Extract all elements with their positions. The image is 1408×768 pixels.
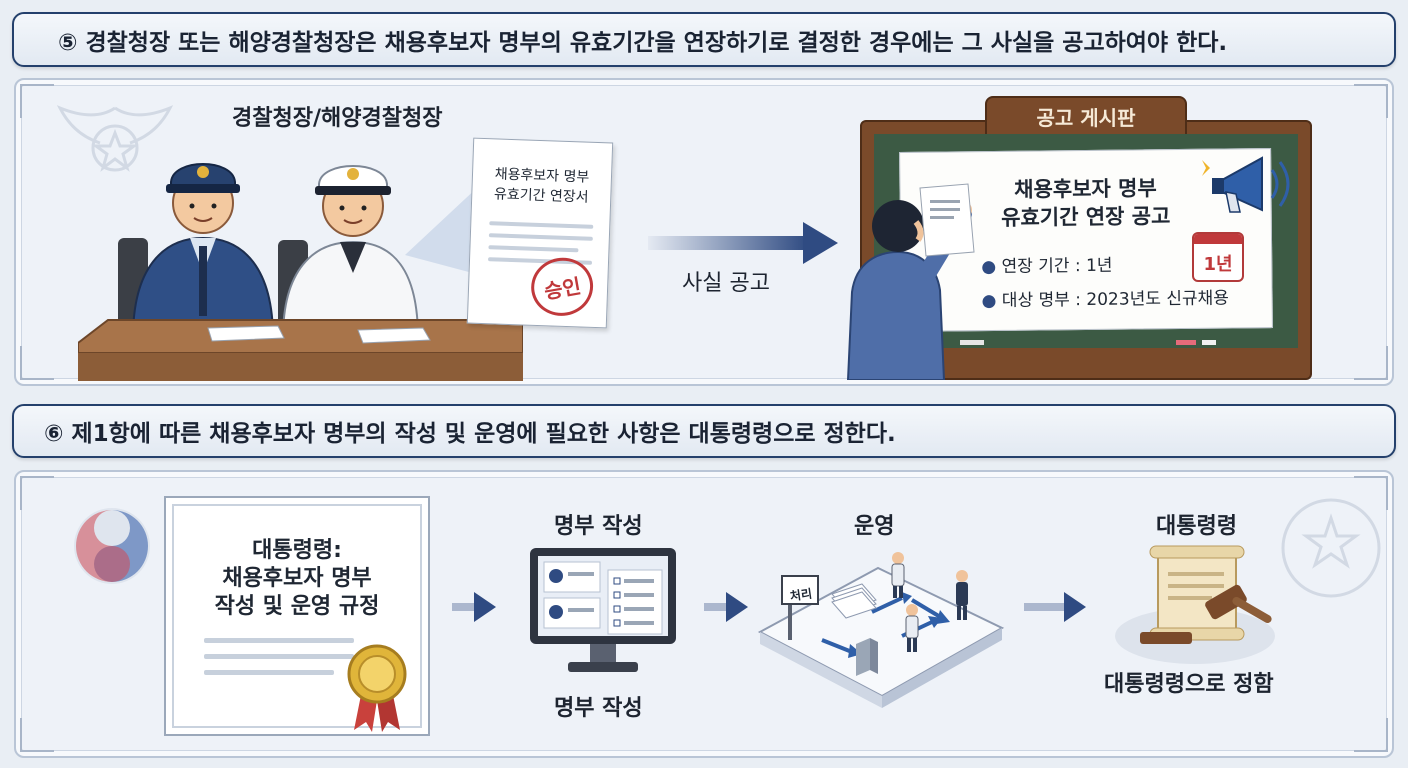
approval-stamp-text: 승인 xyxy=(542,273,583,304)
notice-item: ● 연장 기간 : 1년 xyxy=(981,255,1113,278)
police-emblem-watermark-icon xyxy=(56,105,174,172)
notice-board-header: 공고 게시판 xyxy=(985,96,1187,136)
section6-banner-text: ⑥ 제1항에 따른 채용후보자 명부의 작성 및 운영에 필요한 사항은 대통령… xyxy=(44,421,896,447)
section5-banner-text: ⑤ 경찰청장 또는 해양경찰청장은 채용후보자 명부의 유효기간을 연장하기로 … xyxy=(58,29,1228,56)
operation-platform-illustration xyxy=(757,552,1005,708)
gold-seal-icon xyxy=(347,644,407,732)
person-posting-figure xyxy=(846,183,975,380)
section5-banner: ⑤ 경찰청장 또는 해양경찰청장은 채용후보자 명부의 유효기간을 연장하기로 … xyxy=(12,12,1396,67)
section6-banner: ⑥ 제1항에 따른 채용후보자 명부의 작성 및 운영에 필요한 사항은 대통령… xyxy=(12,404,1396,458)
certificate-line1: 대통령령: xyxy=(252,538,342,563)
chalk-piece xyxy=(1202,340,1216,345)
calendar-label: 1년 xyxy=(1203,254,1233,275)
corner-ornament xyxy=(20,346,54,380)
government-emblem-icon xyxy=(74,508,150,584)
step1-top-label: 명부 작성 xyxy=(554,514,643,539)
corner-ornament xyxy=(1354,718,1388,752)
extension-document: 채용후보자 명부 유효기간 연장서 승인 xyxy=(466,137,614,329)
megaphone-icon xyxy=(1202,156,1290,213)
flow-arrow-icon xyxy=(1024,592,1086,622)
calendar-icon: 1년 xyxy=(1192,232,1244,282)
corner-ornament xyxy=(20,718,54,752)
coast-guard-officer-figure xyxy=(281,165,420,339)
flow-arrow-icon xyxy=(704,592,748,622)
notice-board-header-text: 공고 게시판 xyxy=(1036,105,1136,130)
corner-ornament xyxy=(1354,476,1388,510)
decree-scroll-gavel-icon xyxy=(1115,545,1275,664)
police-emblem-watermark-icon xyxy=(1281,498,1381,598)
document-pointer xyxy=(405,185,480,275)
officials-illustration xyxy=(78,163,523,381)
notice-item: ● 대상 명부 : 2023년도 신규채용 xyxy=(981,288,1229,312)
extension-document-title-2: 유효기간 연장서 xyxy=(493,186,589,206)
police-officer-figure xyxy=(131,163,275,339)
officials-label: 경찰청장/해양경찰청장 xyxy=(232,106,443,131)
announce-arrow-label: 사실 공고 xyxy=(682,271,770,296)
step1-bottom-label: 명부 작성 xyxy=(554,696,643,721)
step2-top-label: 운영 xyxy=(854,514,895,539)
step3-bottom-label: 대통령령으로 정함 xyxy=(1104,672,1274,697)
corner-ornament xyxy=(20,476,54,510)
chalk-piece xyxy=(1176,340,1196,345)
corner-ornament xyxy=(1354,84,1388,118)
decree-certificate: 대통령령: 채용후보자 명부 작성 및 운영 규정 xyxy=(164,496,430,736)
corner-ornament xyxy=(20,84,54,118)
certificate-line2: 채용후보자 명부 xyxy=(222,566,372,591)
flow-arrow-icon xyxy=(452,592,496,622)
corner-ornament xyxy=(1354,346,1388,380)
step3-top-label: 대통령령 xyxy=(1156,514,1237,539)
chalk-piece xyxy=(960,340,984,345)
computer-monitor-icon xyxy=(530,548,676,672)
certificate-line3: 작성 및 운영 규정 xyxy=(214,594,380,619)
announce-arrow-icon xyxy=(648,222,838,264)
